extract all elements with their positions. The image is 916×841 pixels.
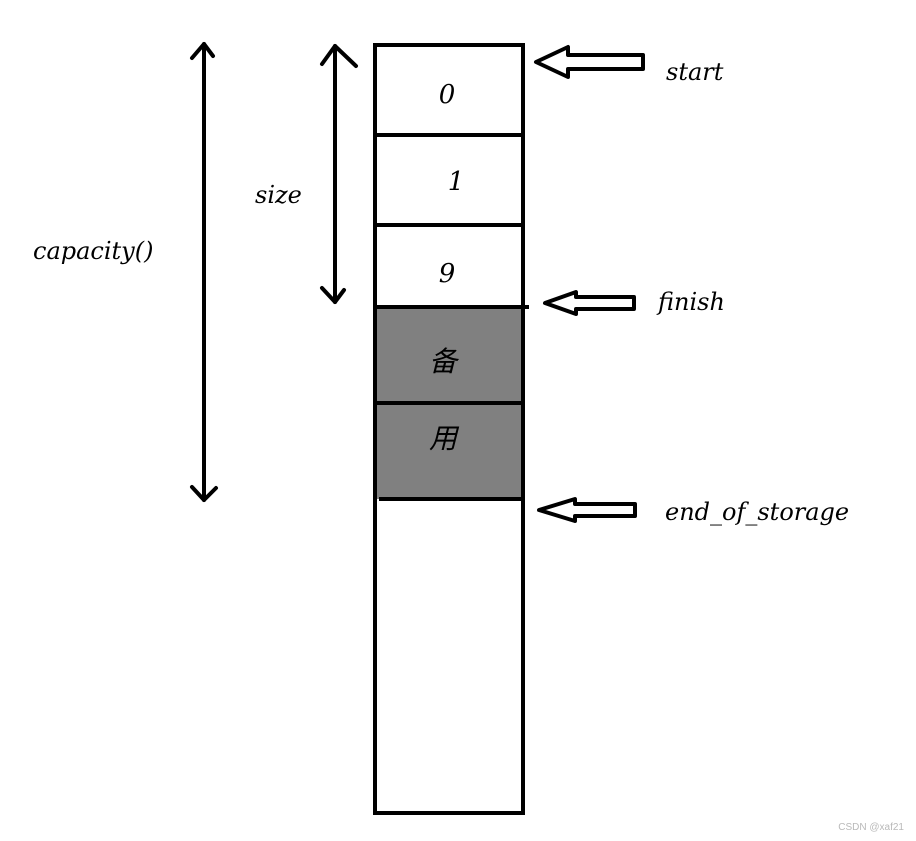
watermark-text: CSDN @xaf21 xyxy=(838,822,904,833)
finish-pointer-label: finish xyxy=(656,288,725,316)
size-label: size xyxy=(255,181,302,209)
end-of-storage-pointer-arrow-icon xyxy=(537,497,637,523)
end-of-storage-pointer-label: end_of_storage xyxy=(665,498,849,526)
cell-label: 1 xyxy=(448,167,465,197)
size-double-arrow-icon xyxy=(320,44,358,304)
capacity-double-arrow-icon xyxy=(190,42,218,502)
start-pointer-label: start xyxy=(666,58,724,86)
cell-label: 备 xyxy=(429,345,460,378)
finish-pointer-arrow-icon xyxy=(543,290,636,316)
capacity-label: capacity() xyxy=(33,237,153,265)
cell-label: 9 xyxy=(439,259,456,289)
start-pointer-arrow-icon xyxy=(534,45,645,79)
cell-label: 0 xyxy=(439,80,456,110)
cell-label: 用 xyxy=(429,422,460,455)
